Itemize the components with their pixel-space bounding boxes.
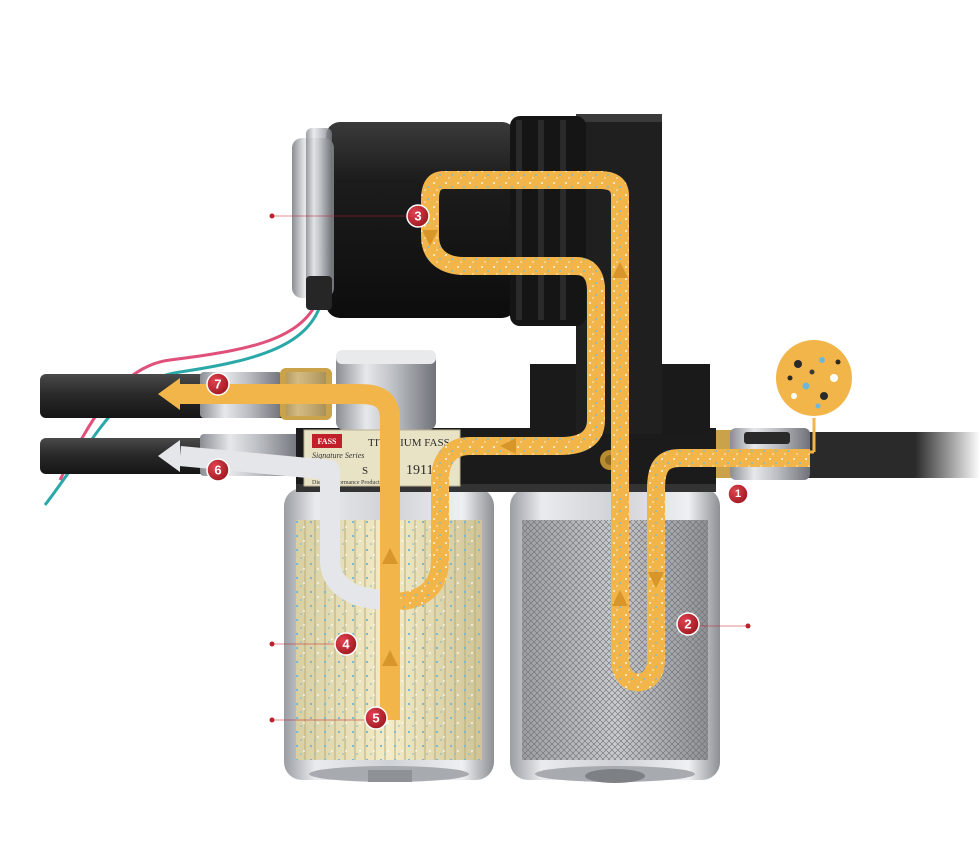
regulator-block xyxy=(336,350,436,430)
callout-6-number: 6 xyxy=(214,463,221,478)
callout-3-number: 3 xyxy=(414,209,421,224)
callout-5-number: 5 xyxy=(372,711,379,726)
flow-arrow-up-left xyxy=(612,590,628,606)
flow-arrow-filter-up-2 xyxy=(382,650,398,666)
callout-7-number: 7 xyxy=(214,377,221,392)
label-model-prefix: S xyxy=(362,465,368,477)
electric-motor xyxy=(326,116,586,326)
callout-5: 5 xyxy=(364,706,388,730)
callout-4-number: 4 xyxy=(342,637,350,652)
flow-arrow-up xyxy=(612,262,628,278)
flow-arrow-top-down xyxy=(422,230,438,246)
flow-arrow-filter-up xyxy=(382,548,398,564)
label-series: Signature Series xyxy=(312,451,364,460)
outlet-arrow xyxy=(158,440,180,472)
leader-markers xyxy=(269,213,751,723)
callout-2-number: 2 xyxy=(684,617,691,632)
callout-3: 3 xyxy=(406,204,430,228)
callout-7: 7 xyxy=(206,372,230,396)
label-model-number: 1911 xyxy=(406,463,433,478)
fuel-flow-path xyxy=(158,171,810,720)
callout-1: 1 xyxy=(727,483,749,505)
callout-1-number: 1 xyxy=(735,488,741,500)
label-company: Diesel Performance Products, Inc. xyxy=(312,479,395,486)
callout-4: 4 xyxy=(334,632,358,656)
wire-connector xyxy=(306,276,332,310)
callout-2: 2 xyxy=(676,612,700,636)
label-brand: FASS xyxy=(318,437,338,446)
return-arrow xyxy=(158,378,180,410)
motor-end-cap xyxy=(292,128,334,308)
contaminant-magnifier xyxy=(776,340,852,454)
callout-6: 6 xyxy=(206,458,230,482)
flow-arrow-left xyxy=(500,438,516,454)
flow-arrow-down xyxy=(648,572,664,588)
clean-fuel-flow-path xyxy=(158,440,391,610)
